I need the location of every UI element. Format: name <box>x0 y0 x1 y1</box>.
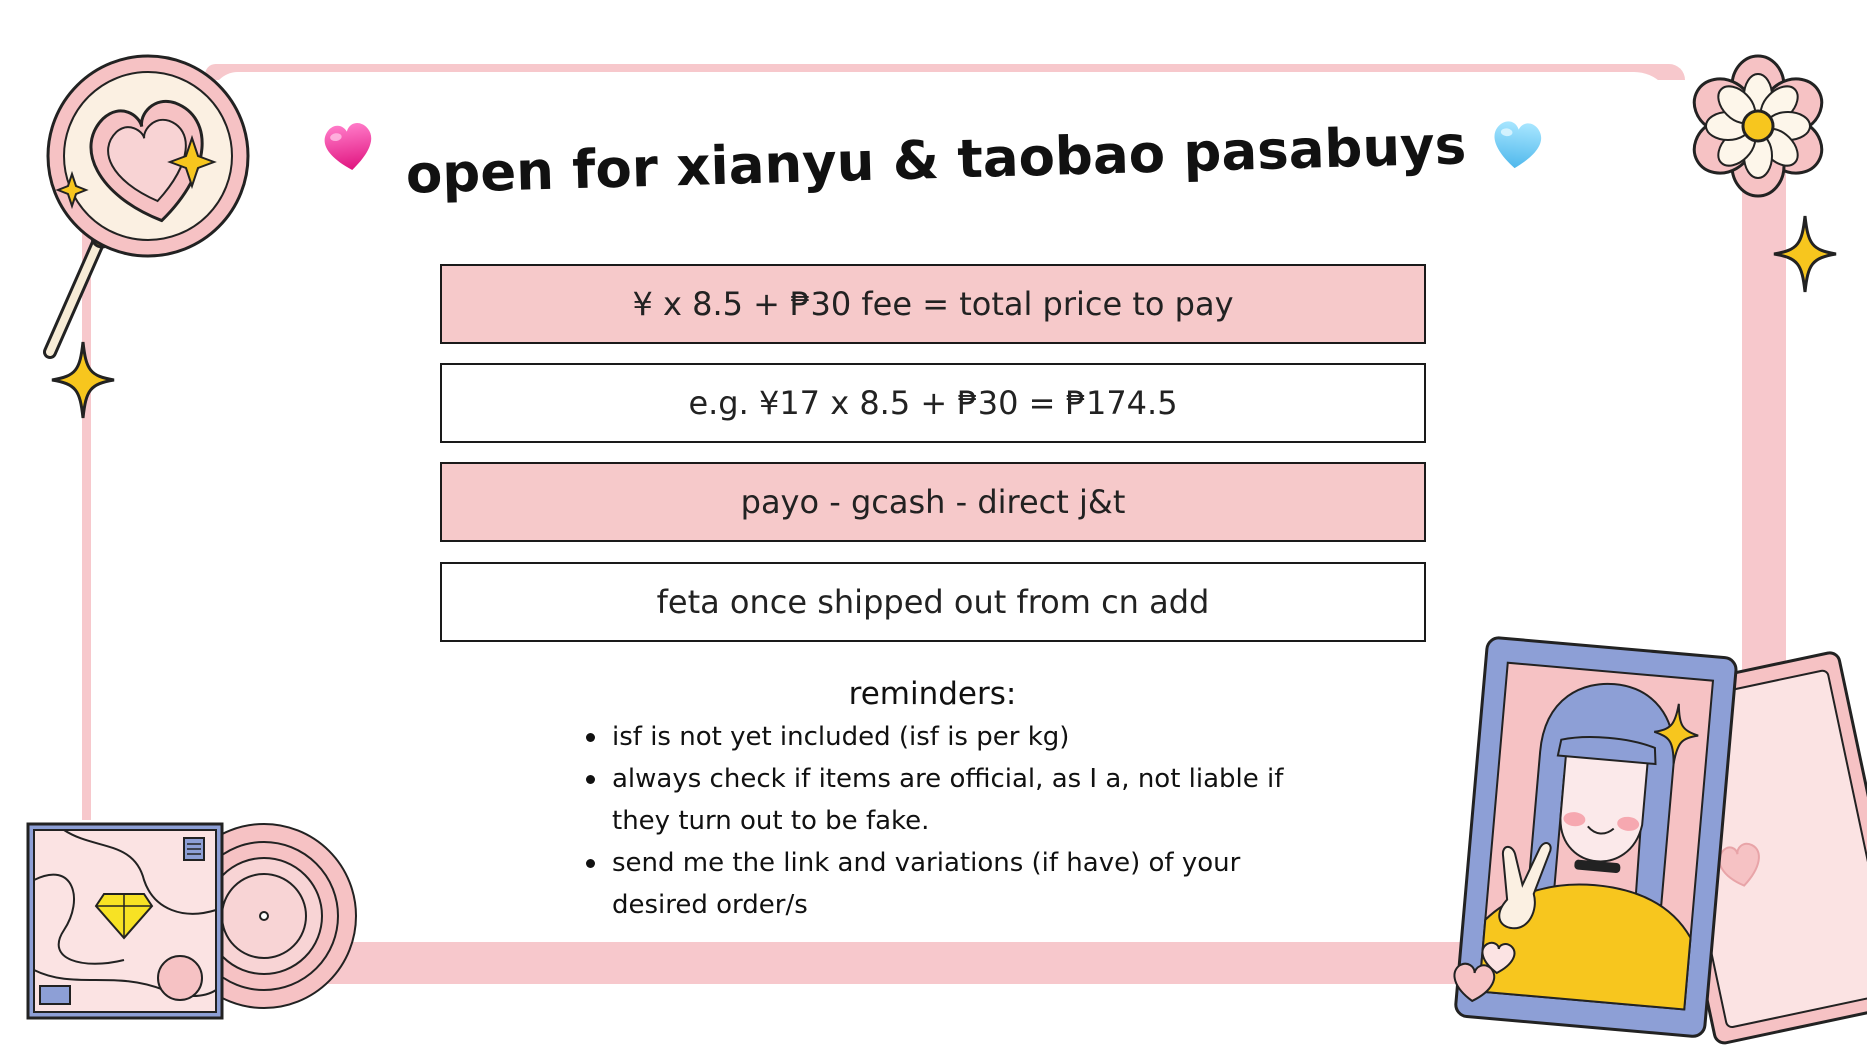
daisy-flower-icon <box>1692 54 1824 198</box>
title-area: open for xianyu & taobao pasabuys <box>316 112 1556 232</box>
reminders-heading: reminders: <box>848 676 1017 712</box>
pink-heart-icon <box>324 123 372 170</box>
list-item: always check if items are official, as I… <box>584 758 1344 842</box>
frame-left-border <box>82 190 91 820</box>
heart-wand-icon <box>43 54 250 359</box>
album-vinyl-icon <box>26 822 357 1020</box>
payment-methods-box: payo - gcash - direct j&t <box>440 462 1426 542</box>
sparkle-icon <box>1773 215 1837 293</box>
frame-right-border <box>1742 120 1786 770</box>
sparkle-icon <box>51 341 115 419</box>
list-item: send me the link and variations (if have… <box>584 842 1344 926</box>
photocard-illustration <box>1453 636 1867 1045</box>
reminders-list: isf is not yet included (isf is per kg) … <box>584 716 1344 926</box>
blue-heart-icon <box>1494 121 1542 169</box>
shipping-eta-box: feta once shipped out from cn add <box>440 562 1426 642</box>
list-item: isf is not yet included (isf is per kg) <box>584 716 1344 758</box>
price-formula-box: ¥ x 8.5 + ₱30 fee = total price to pay <box>440 264 1426 344</box>
page-title: open for xianyu & taobao pasabuys <box>405 115 1467 206</box>
frame-top-inner <box>212 72 1674 112</box>
price-example-box: e.g. ¥17 x 8.5 + ₱30 = ₱174.5 <box>440 363 1426 443</box>
